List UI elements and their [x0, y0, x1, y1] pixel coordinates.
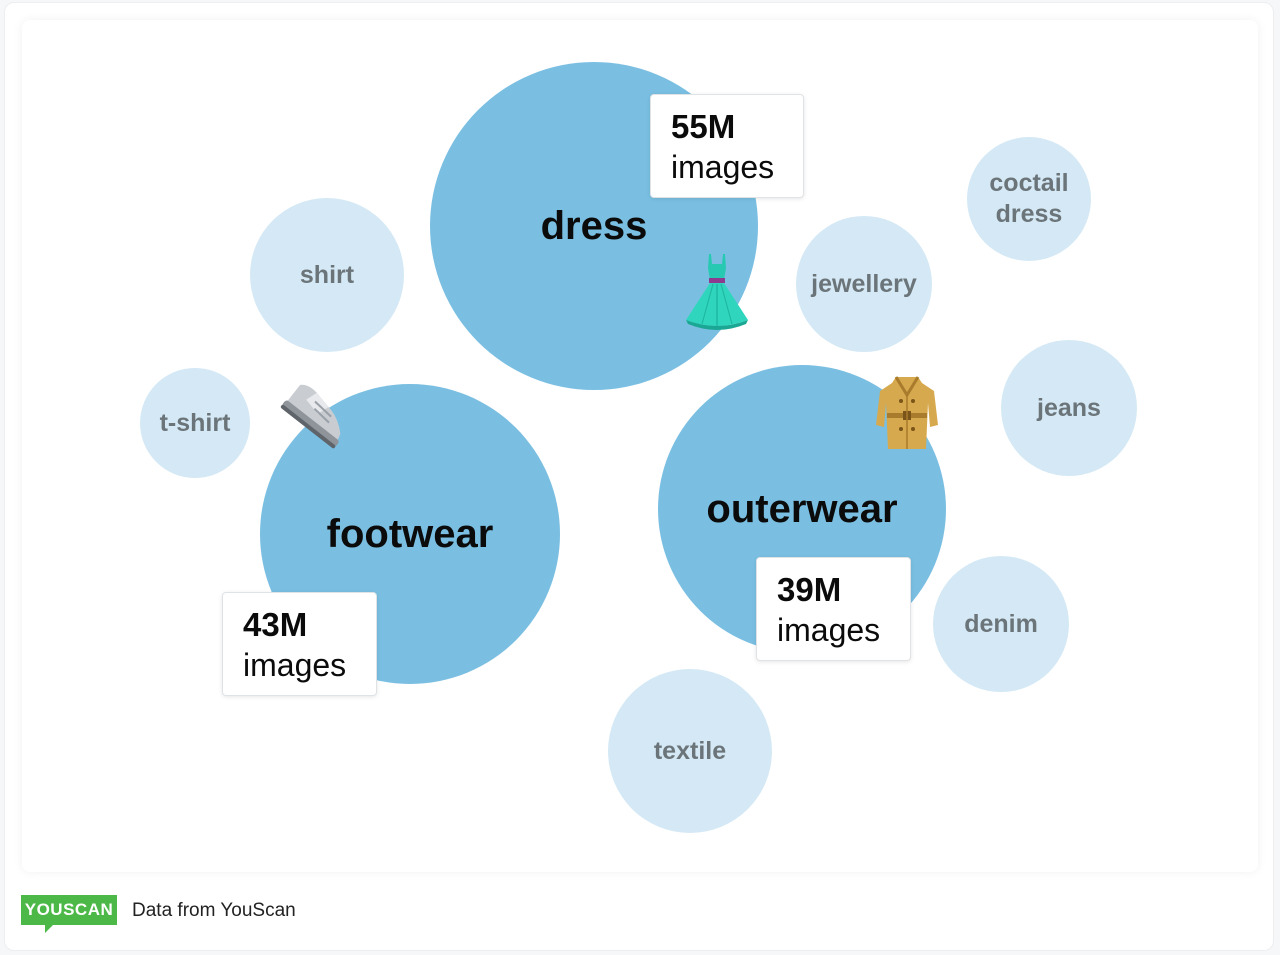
- value-text-outerwear: 39M: [777, 571, 842, 608]
- dress-icon: [682, 250, 752, 330]
- bubble-label-dress: dress: [540, 203, 648, 248]
- bubble-shirt: shirt: [250, 198, 404, 352]
- bubble-jewellery: jewellery: [796, 216, 932, 352]
- bubble-label-t-shirt: t-shirt: [159, 408, 231, 437]
- sneaker-icon: [280, 372, 358, 450]
- bubble-textile: textile: [608, 669, 772, 833]
- unit-text-dress: images: [671, 149, 775, 185]
- bubble-label-outerwear: outerwear: [706, 486, 898, 531]
- source-text: Data from YouScan: [132, 900, 296, 921]
- coat-icon: [874, 373, 940, 453]
- logo-tail: [45, 924, 54, 933]
- bubble-label-footwear: footwear: [326, 511, 494, 556]
- bubble-coctail-dress: coctail dress: [967, 137, 1091, 261]
- bubble-chart: dress footwear outerwear shirt t-shirt j…: [22, 20, 1258, 872]
- bubble-jeans: jeans: [1001, 340, 1137, 476]
- value-badge-outerwear: 39M images: [756, 557, 911, 661]
- unit-text-footwear: images: [243, 647, 347, 683]
- bubble-t-shirt: t-shirt: [140, 368, 250, 478]
- value-badge-footwear: 43M images: [222, 592, 377, 696]
- bubble-label-coctail-dress: coctail dress: [989, 169, 1069, 228]
- value-badge-dress: 55M images: [650, 94, 804, 198]
- bubble-label-jewellery: jewellery: [811, 269, 917, 298]
- bubble-label-jeans: jeans: [1037, 393, 1101, 422]
- bubble-label-textile: textile: [653, 736, 727, 765]
- bubble-denim: denim: [933, 556, 1069, 692]
- bubble-label-denim: denim: [964, 609, 1038, 638]
- unit-text-outerwear: images: [777, 612, 881, 648]
- value-text-dress: 55M: [671, 108, 736, 145]
- value-text-footwear: 43M: [243, 606, 308, 643]
- bubble-label-shirt: shirt: [299, 260, 355, 289]
- youscan-logo: YOUSCAN: [21, 895, 117, 925]
